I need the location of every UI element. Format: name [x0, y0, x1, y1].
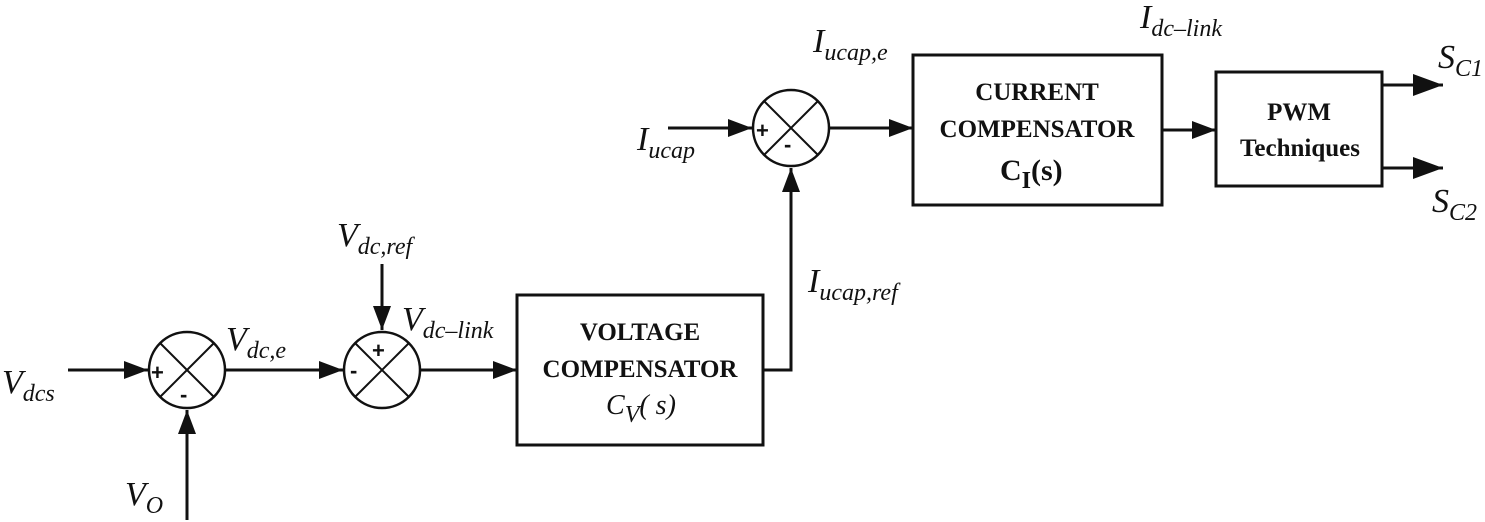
summing-junction-2: + - — [342, 330, 422, 410]
label-i-ucap-e: Iucap,e — [812, 23, 888, 66]
arrowhead — [319, 361, 343, 379]
label-i-dc-link: Idc–link — [1139, 0, 1222, 42]
summing-junction-3: + - — [751, 88, 831, 168]
sj2-plus-sign: + — [372, 338, 385, 363]
arrowhead — [493, 361, 517, 379]
voltage-compensator-block: VOLTAGE COMPENSATOR CV( s) — [515, 293, 765, 447]
pwm-line2: Techniques — [1240, 135, 1360, 162]
label-s-c1: SC1 — [1438, 39, 1483, 82]
current-compensator-line1: CURRENT — [975, 79, 1099, 106]
arrowhead — [782, 168, 800, 192]
voltage-compensator-transfer-function: CV( s) — [606, 390, 676, 428]
summing-junction-1: + - — [147, 330, 227, 410]
arrowhead — [178, 410, 196, 434]
current-compensator-line2: COMPENSATOR — [940, 116, 1136, 143]
current-compensator-block: CURRENT COMPENSATOR CI(s) — [911, 53, 1164, 207]
label-s-c2: SC2 — [1432, 183, 1477, 226]
voltage-compensator-line1: VOLTAGE — [580, 319, 700, 346]
pwm-techniques-block: PWM Techniques — [1214, 70, 1384, 188]
arrowhead — [728, 119, 752, 137]
sj3-minus-sign: - — [784, 132, 791, 157]
sj2-minus-sign: - — [350, 358, 357, 383]
label-v-o: VO — [125, 476, 163, 519]
label-v-dc-link: Vdc–link — [402, 301, 494, 344]
wire-voltage-compensator-to-sj3 — [763, 168, 793, 372]
label-i-ucap: Iucap — [636, 121, 695, 164]
sj1-minus-sign: - — [180, 382, 187, 407]
label-v-dc-ref: Vdc,ref — [337, 217, 416, 260]
pwm-line1: PWM — [1267, 99, 1331, 126]
sj3-plus-sign: + — [756, 118, 769, 143]
arrowhead — [1413, 74, 1443, 96]
arrowhead — [373, 306, 391, 330]
label-v-dc-e: Vdc,e — [226, 321, 286, 364]
sj1-plus-sign: + — [151, 360, 164, 385]
arrowhead — [889, 119, 913, 137]
label-i-ucap-ref: Iucap,ref — [807, 263, 901, 306]
arrowhead — [1413, 157, 1443, 179]
voltage-compensator-line2: COMPENSATOR — [543, 356, 739, 383]
arrowhead — [1192, 121, 1216, 139]
arrowhead — [124, 361, 148, 379]
label-v-dcs: Vdcs — [2, 364, 55, 407]
current-compensator-transfer-function: CI(s) — [1000, 154, 1063, 194]
